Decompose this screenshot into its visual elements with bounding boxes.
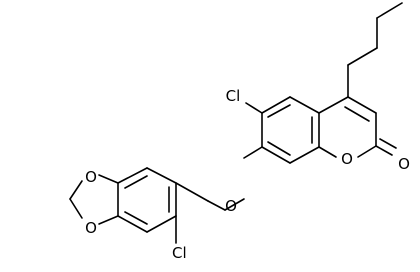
bond <box>289 96 320 114</box>
bond <box>245 102 263 114</box>
atom-label-chlorine: Cl <box>226 87 241 105</box>
bond <box>267 104 291 118</box>
bond <box>243 146 263 159</box>
bond <box>376 2 403 19</box>
bond <box>69 180 83 200</box>
atom-label-oxygen: O <box>341 150 353 168</box>
bond <box>344 106 370 122</box>
bond <box>117 167 148 184</box>
bond <box>379 138 397 149</box>
bond <box>124 211 148 225</box>
atom-label-chlorine: Cl <box>172 244 187 262</box>
bond <box>124 175 148 189</box>
bond <box>375 145 393 156</box>
bond <box>98 215 119 225</box>
bond <box>318 96 349 114</box>
bond <box>207 200 226 211</box>
bond <box>175 182 209 202</box>
bond <box>98 174 119 184</box>
atom-label-oxygen: O <box>398 155 410 173</box>
atom-label-oxygen: O <box>225 197 237 215</box>
bond <box>267 141 291 156</box>
atom-label-oxygen: O <box>85 168 97 186</box>
bond <box>318 146 337 158</box>
bond <box>146 167 177 184</box>
bond <box>261 96 291 114</box>
bond <box>224 198 245 211</box>
bond <box>347 47 378 66</box>
bond <box>69 198 83 219</box>
bond <box>146 215 177 233</box>
bond <box>347 96 377 114</box>
atom-labels: Cl O O O O O Cl <box>85 87 410 262</box>
bond <box>289 146 320 164</box>
bond <box>261 146 291 164</box>
atom-label-oxygen: O <box>85 219 97 237</box>
bond <box>357 145 377 158</box>
bond <box>117 215 148 233</box>
bond-lines <box>69 2 403 244</box>
